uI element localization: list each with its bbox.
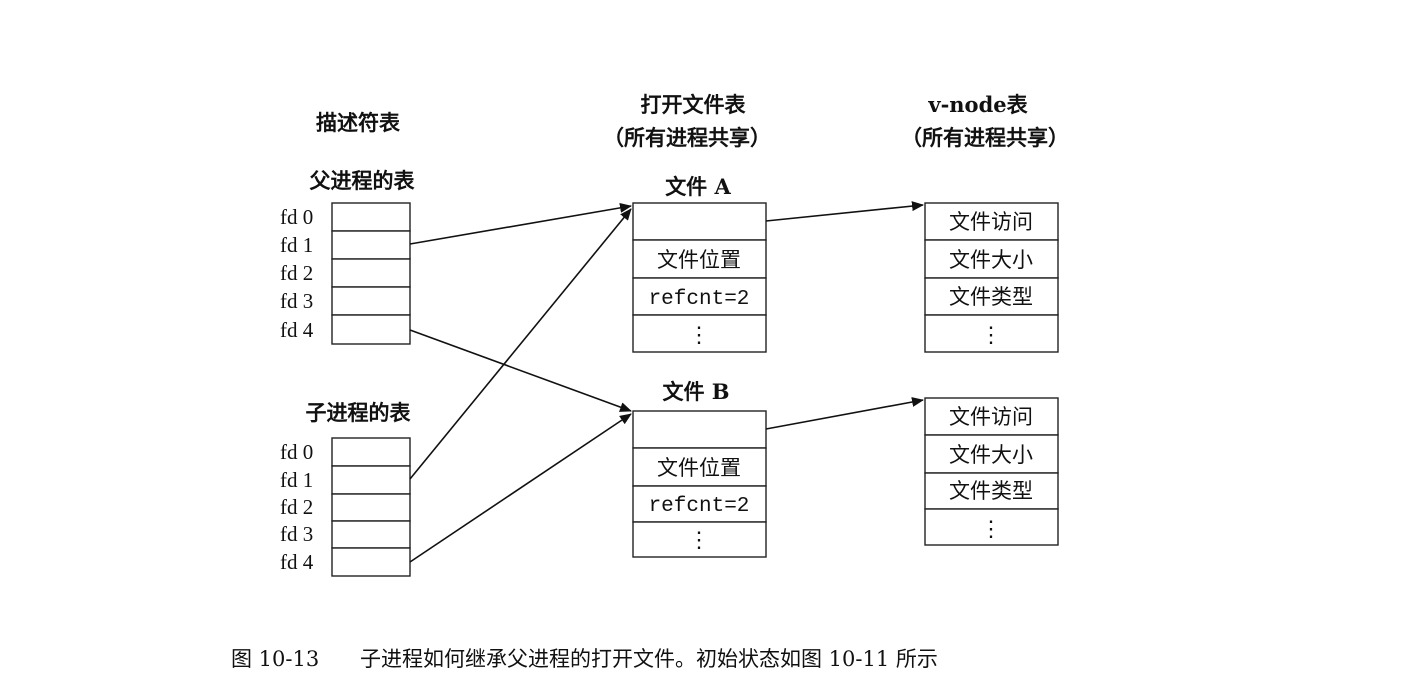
arrow-child-fd1-to-file-a	[409, 208, 632, 480]
child-fd-slot	[331, 547, 411, 577]
parent-fd-label: fd 1	[280, 233, 313, 257]
vnode-entry-a: 文件访问 文件大小 文件类型 ⋮	[924, 202, 1059, 353]
file-b-cell	[632, 447, 767, 487]
parent-fd-slot	[331, 314, 411, 345]
child-table-title: 子进程的表	[306, 400, 412, 425]
file-b-title: 文件 B	[662, 379, 729, 404]
vnode-b-type: 文件类型	[949, 479, 1033, 503]
open-file-entry-b: 文件 B 文件位置 refcnt=2 ⋮	[632, 379, 767, 558]
vnode-a-access: 文件访问	[949, 210, 1033, 234]
vnode-a-cell	[924, 314, 1059, 353]
vnode-b-access: 文件访问	[949, 405, 1033, 429]
file-a-cell	[632, 277, 767, 316]
child-descriptor-table: 子进程的表 fd 0 fd 1 fd 2 fd 3 fd 4	[280, 400, 412, 577]
open-file-table-heading: 打开文件表	[641, 92, 747, 117]
file-a-cell	[632, 239, 767, 279]
child-fd-label: fd 1	[280, 468, 313, 492]
child-fd-slot	[331, 437, 411, 467]
parent-table-title: 父进程的表	[310, 168, 416, 193]
vnode-table-subheading: （所有进程共享）	[901, 125, 1069, 150]
file-b-refcnt: refcnt=2	[649, 495, 750, 518]
child-fd-label: fd 4	[280, 550, 314, 574]
file-b-ellipsis: ⋮	[688, 528, 710, 553]
descriptor-table-heading: 描述符表	[316, 110, 401, 135]
parent-fd-slot	[331, 258, 411, 288]
vnode-a-type: 文件类型	[949, 285, 1033, 309]
parent-fd-label: fd 0	[280, 205, 313, 229]
child-fd-slot	[331, 493, 411, 522]
vnode-a-ellipsis: ⋮	[980, 323, 1002, 348]
open-file-table-subheading: （所有进程共享）	[603, 125, 771, 150]
arrow-child-fd4-to-file-b	[409, 413, 632, 563]
child-fd-slot	[331, 520, 411, 549]
parent-fd-label: fd 2	[280, 261, 313, 285]
file-a-title: 文件 A	[665, 174, 731, 199]
file-b-position: 文件位置	[657, 456, 741, 480]
child-fd-label: fd 3	[280, 522, 313, 546]
file-a-ellipsis: ⋮	[688, 323, 710, 348]
parent-descriptor-table: 父进程的表 fd 0 fd 1 fd 2 fd 3 fd 4	[280, 168, 416, 345]
arrow-file-a-to-vnode-a	[765, 201, 924, 222]
vnode-b-cell	[924, 508, 1059, 546]
file-a-cell	[632, 202, 767, 241]
file-a-cell	[632, 314, 767, 353]
file-a-position: 文件位置	[657, 248, 741, 272]
parent-fd-label: fd 4	[280, 318, 314, 342]
vnode-b-ellipsis: ⋮	[980, 517, 1002, 542]
vnode-b-cell	[924, 434, 1059, 474]
parent-fd-slot	[331, 202, 411, 232]
vnode-a-cell	[924, 239, 1059, 279]
vnode-table-heading: v-node表	[927, 92, 1028, 117]
child-fd-slot	[331, 465, 411, 495]
vnode-a-size: 文件大小	[949, 248, 1033, 272]
parent-fd-label: fd 3	[280, 289, 313, 313]
figure-caption: 子进程如何继承父进程的打开文件。初始状态如图 10-11 所示	[360, 647, 938, 671]
child-fd-label: fd 2	[280, 495, 313, 519]
arrow-file-b-to-vnode-b	[765, 397, 924, 430]
arrow-parent-fd1-to-file-a	[409, 202, 632, 245]
parent-fd-slot	[331, 286, 411, 316]
vnode-entry-b: 文件访问 文件大小 文件类型 ⋮	[924, 397, 1059, 546]
file-b-cell	[632, 410, 767, 449]
vnode-b-size: 文件大小	[949, 443, 1033, 467]
vnode-b-cell	[924, 397, 1059, 436]
file-b-cell	[632, 521, 767, 558]
file-a-refcnt: refcnt=2	[649, 288, 750, 311]
child-fd-label: fd 0	[280, 440, 313, 464]
arrow-parent-fd4-to-file-b	[409, 329, 632, 412]
figure-number: 图 10-13	[231, 647, 319, 671]
parent-fd-slot	[331, 230, 411, 260]
open-file-entry-a: 文件 A 文件位置 refcnt=2 ⋮	[632, 174, 767, 353]
